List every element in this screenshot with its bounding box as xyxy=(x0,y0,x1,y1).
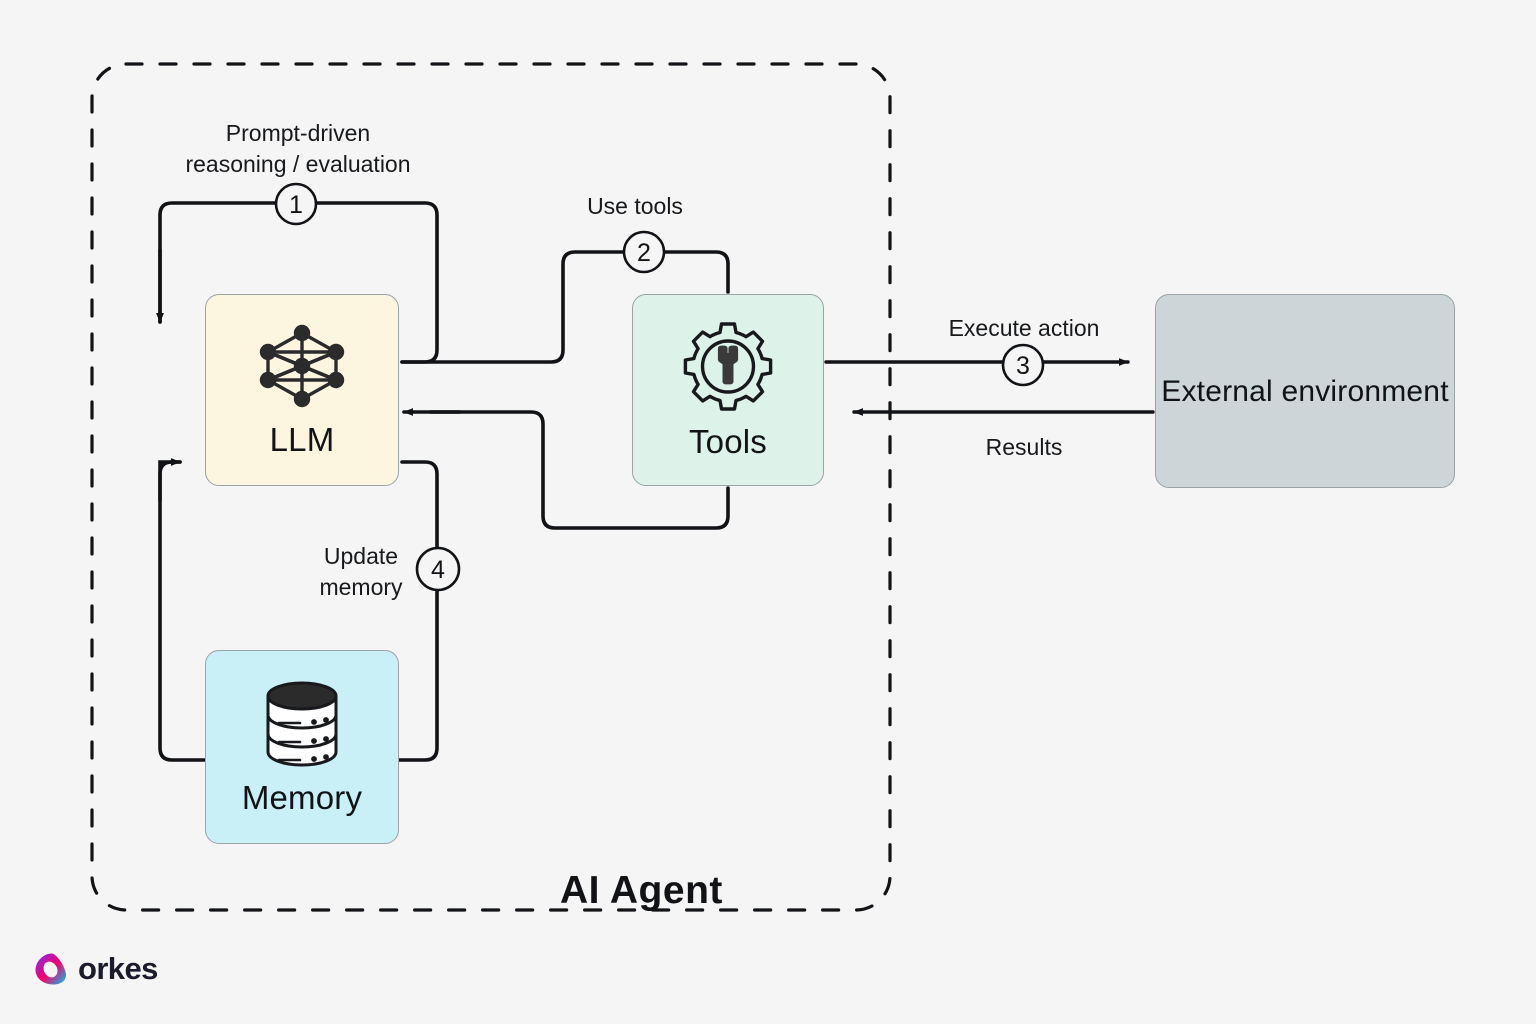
edge-label-results: Results xyxy=(985,434,1063,460)
edge-prompt-loop-outbound xyxy=(158,201,439,364)
node-memory[interactable]: Memory xyxy=(205,650,399,844)
orkes-mark-icon xyxy=(33,951,69,987)
edge-label-execute-action: Execute action xyxy=(948,315,1100,341)
gear-wrench-icon xyxy=(681,320,775,412)
edge-memory-return xyxy=(158,460,207,762)
edge-label-prompt-driven: Prompt-driven reasoning / evaluation xyxy=(185,120,411,178)
database-icon xyxy=(260,678,344,770)
node-memory-label: Memory xyxy=(241,778,363,816)
ai-agent-boundary xyxy=(90,62,892,912)
step-badge-2: 2 xyxy=(622,230,666,274)
edge-memory-return-arrow xyxy=(158,458,182,502)
edge-label-update-memory: Update memory xyxy=(319,543,403,601)
step-badge-3-text: 3 xyxy=(1016,352,1030,380)
step-badge-4-text: 4 xyxy=(431,556,445,584)
node-tools[interactable]: Tools xyxy=(632,294,824,486)
step-badge-1: 1 xyxy=(274,182,318,226)
node-tools-label: Tools xyxy=(688,422,768,460)
edge-tools-return xyxy=(428,410,730,530)
step-badge-3: 3 xyxy=(1001,343,1045,387)
step-badge-1-text: 1 xyxy=(289,191,303,219)
node-llm-label: LLM xyxy=(269,420,335,458)
orkes-logo: orkes xyxy=(33,951,158,987)
edge-use-tools xyxy=(400,250,730,364)
orkes-wordmark: orkes xyxy=(78,951,158,986)
ai-agent-title: AI Agent xyxy=(560,869,723,912)
step-badge-4: 4 xyxy=(415,546,461,592)
node-external-environment-label: External environment xyxy=(1161,374,1449,408)
edge-label-use-tools: Use tools xyxy=(587,193,683,219)
node-external-environment[interactable]: External environment xyxy=(1155,294,1455,488)
step-badge-2-text: 2 xyxy=(637,239,651,267)
neural-network-icon xyxy=(255,322,349,410)
node-llm[interactable]: LLM xyxy=(205,294,399,486)
edge-update-memory xyxy=(397,460,439,762)
